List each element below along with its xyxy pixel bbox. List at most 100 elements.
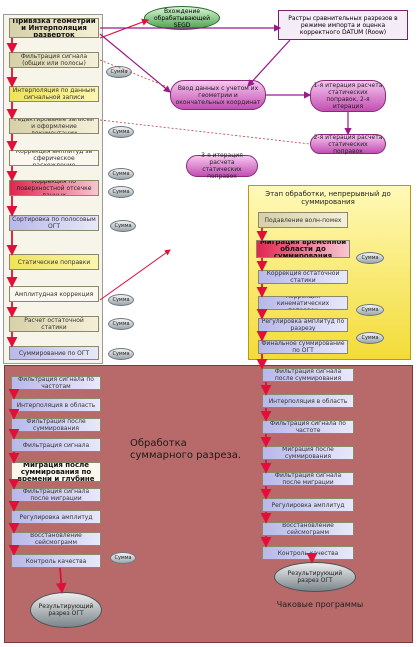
output-oval-right-text: Результирующий разрез ОГТ xyxy=(287,570,343,584)
left-node-4-text: Редактирование записей и оформление доку… xyxy=(14,118,94,134)
left-node-5[interactable]: Коррекция амплитуд за сферическое расхож… xyxy=(9,150,99,166)
left-node-12[interactable]: Фильтрация сигнала по частотам xyxy=(11,376,101,390)
left-node-13-text: Интерполяция в область xyxy=(16,401,96,409)
red-node-5-text: Фильтрация сигнала после миграции xyxy=(274,472,342,486)
yellow-badge-3[interactable]: Сумма xyxy=(356,332,384,344)
yellow-node-1[interactable]: Подавление волн-помех xyxy=(258,212,348,228)
left-node-20[interactable]: Контроль качества xyxy=(11,554,101,568)
raster-note-text: Растры сравнительных разрезов в режиме и… xyxy=(288,14,398,36)
left-node-5-text: Коррекция амплитуд за сферическое расхож… xyxy=(15,150,93,166)
yellow-node-3[interactable]: Коррекция остаточной статики xyxy=(258,270,348,284)
left-badge-9-text: Сумма xyxy=(114,555,132,561)
left-badge-1[interactable]: Сумма xyxy=(106,66,132,78)
left-node-6-text: Коррекция по поверхностной отсечке данны… xyxy=(16,180,92,196)
left-node-17-text: Фильтрация сигнала после миграции xyxy=(22,488,90,502)
red-node-7[interactable]: Восстановление сейсмограмм xyxy=(262,522,354,536)
output-oval-right[interactable]: Результирующий разрез ОГТ xyxy=(274,562,356,592)
yellow-node-5[interactable]: Регулировка амплитуд по разрезу xyxy=(258,318,348,332)
left-node-8-text: Статические поправки xyxy=(17,258,91,266)
red-node-4[interactable]: Миграция после суммирования xyxy=(262,446,354,460)
yellow-node-2-text: Миграция временной области до суммирован… xyxy=(259,240,347,258)
seg-link-text: Вхождение обрабатывающей SEGD xyxy=(154,7,210,29)
red-node-3[interactable]: Фильтрация сигнала по частоте xyxy=(262,420,354,434)
bubble-left[interactable]: 3-я итерация расчета статических поправо… xyxy=(186,152,258,180)
left-node-18[interactable]: Регулировка амплитуд xyxy=(11,510,101,524)
yellow-node-3-text: Коррекция остаточной статики xyxy=(266,270,340,284)
left-node-20-text: Контроль качества xyxy=(25,557,87,565)
left-badge-5[interactable]: Сумма xyxy=(110,220,136,232)
left-node-15-text: Фильтрация сигнала xyxy=(22,441,90,449)
left-badge-1-text: Сумма xyxy=(110,69,128,75)
red-node-4-text: Миграция после суммирования xyxy=(282,446,334,460)
left-node-9[interactable]: Амплитудная коррекция xyxy=(9,286,99,302)
yellow-node-4-text: Коррекция кинематических поправок xyxy=(276,296,330,310)
left-badge-7[interactable]: Сумма xyxy=(108,318,134,330)
red-node-1-text: Фильтрация сигнала после суммирования xyxy=(274,368,342,382)
left-node-11-text: Суммирование по ОГТ xyxy=(18,349,90,357)
red-node-3-text: Фильтрация сигнала по частоте xyxy=(270,420,346,434)
raster-note: Растры сравнительных разрезов в режиме и… xyxy=(278,10,408,40)
left-badge-4-text: Сумма xyxy=(112,189,130,195)
red-node-5[interactable]: Фильтрация сигнала после миграции xyxy=(262,472,354,486)
bubble-right1[interactable]: 1-я итерация расчета статических поправо… xyxy=(310,80,386,112)
yellow-node-5-text: Регулировка амплитуд по разрезу xyxy=(261,318,345,332)
yellow-badge-2[interactable]: Сумма xyxy=(356,304,384,316)
left-badge-3[interactable]: Сумма xyxy=(108,168,134,180)
yellow-node-2[interactable]: Миграция временной области до суммирован… xyxy=(256,240,350,258)
left-node-14[interactable]: Фильтрация после суммирования xyxy=(11,418,101,432)
left-node-4[interactable]: Редактирование записей и оформление доку… xyxy=(9,118,99,134)
bubble-right2-text: 2-я итерация расчета статических поправо… xyxy=(313,133,383,155)
left-node-8[interactable]: Статические поправки xyxy=(9,254,99,270)
left-node-1[interactable]: Привязка геометрии и Интерполяция развер… xyxy=(9,18,99,38)
bubble-right1-text: 1-я итерация расчета статических поправо… xyxy=(313,82,383,110)
left-node-19[interactable]: Восстановление сейсмограмм xyxy=(11,532,101,546)
left-badge-4[interactable]: Сумма xyxy=(108,186,134,198)
red-node-2[interactable]: Интерполяция в область xyxy=(262,394,354,408)
left-node-9-text: Амплитудная коррекция xyxy=(14,290,94,298)
seg-link-oval[interactable]: Вхождение обрабатывающей SEGD xyxy=(144,6,220,30)
left-node-15[interactable]: Фильтрация сигнала xyxy=(11,438,101,452)
left-node-7-text: Сортировка по полосовым ОГТ xyxy=(12,216,96,230)
left-node-10-text: Расчет остаточной статики xyxy=(24,317,84,331)
yellow-badge-1[interactable]: Сумма xyxy=(356,252,384,264)
left-node-11[interactable]: Суммирование по ОГТ xyxy=(9,346,99,360)
yellow-badge-1-text: Сумма xyxy=(361,255,379,261)
left-node-13[interactable]: Интерполяция в область xyxy=(11,398,101,412)
left-node-3[interactable]: Интерполяция по данным сигнальной записи xyxy=(9,86,99,102)
left-badge-9[interactable]: Сумма xyxy=(110,552,136,564)
left-node-2[interactable]: Фильтрация сигнала (общих или полосы) xyxy=(9,52,99,68)
left-node-18-text: Регулировка амплитуд xyxy=(19,513,93,521)
left-badge-3-text: Сумма xyxy=(112,171,130,177)
left-node-2-text: Фильтрация сигнала (общих или полосы) xyxy=(20,53,88,67)
left-node-10[interactable]: Расчет остаточной статики xyxy=(9,316,99,332)
yellow-node-6[interactable]: Финальное суммирование по ОГТ xyxy=(258,340,348,354)
left-badge-6[interactable]: Сумма xyxy=(108,294,134,306)
left-node-19-text: Восстановление сейсмограмм xyxy=(30,532,82,546)
left-node-16-text: Миграция после суммирования по времени и… xyxy=(17,462,95,482)
left-badge-8-text: Сумма xyxy=(112,351,130,357)
red-node-7-text: Восстановление сейсмограмм xyxy=(282,522,334,536)
yellow-badge-3-text: Сумма xyxy=(361,335,379,341)
left-badge-2-text: Сумма xyxy=(112,129,130,135)
output-oval-left-text: Результирующий разрез ОГТ xyxy=(38,603,94,617)
red-node-6-text: Регулировка амплитуд xyxy=(271,501,345,509)
left-node-7[interactable]: Сортировка по полосовым ОГТ xyxy=(9,215,99,231)
yellow-node-1-text: Подавление волн-помех xyxy=(264,216,342,224)
left-badge-8[interactable]: Сумма xyxy=(108,348,134,360)
left-badge-5-text: Сумма xyxy=(114,223,132,229)
left-node-17[interactable]: Фильтрация сигнала после миграции xyxy=(11,488,101,502)
bubble-center-text: Ввод данных с учетом их геометрии и окон… xyxy=(175,84,261,106)
red-node-6[interactable]: Регулировка амплитуд xyxy=(262,498,354,512)
left-badge-2[interactable]: Сумма xyxy=(108,126,134,138)
left-node-14-text: Фильтрация после суммирования xyxy=(26,418,86,432)
left-node-6[interactable]: Коррекция по поверхностной отсечке данны… xyxy=(9,180,99,196)
yellow-node-4[interactable]: Коррекция кинематических поправок xyxy=(258,296,348,310)
yellow-panel-title: Этап обработки, непрерывный до суммирова… xyxy=(265,190,391,206)
yellow-node-6-text: Финальное суммирование по ОГТ xyxy=(261,340,345,354)
left-node-16[interactable]: Миграция после суммирования по времени и… xyxy=(11,462,101,482)
left-badge-6-text: Сумма xyxy=(112,297,130,303)
output-oval-left[interactable]: Результирующий разрез ОГТ xyxy=(30,592,102,628)
red-panel-title: Обработка суммарного разреза. xyxy=(130,438,242,461)
red-node-1[interactable]: Фильтрация сигнала после суммирования xyxy=(262,368,354,382)
